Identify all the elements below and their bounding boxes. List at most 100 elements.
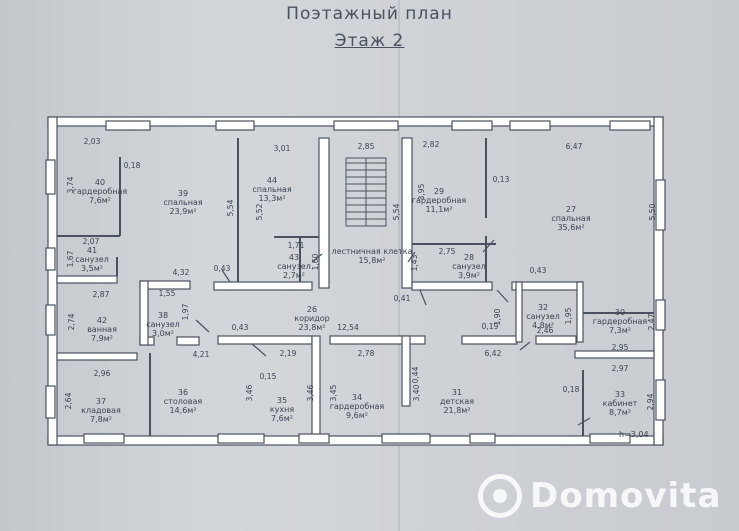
wall-corridor-bottom-1 <box>217 335 313 345</box>
dimension-label: 0,43 <box>530 266 547 275</box>
dimension-label: 2,74 <box>67 313 76 330</box>
dimension-label: 3,95 <box>417 183 426 200</box>
window <box>45 247 56 271</box>
dimension-label: 2,96 <box>94 369 111 378</box>
wall-bath42-top <box>56 275 118 284</box>
domovita-logo-icon <box>478 474 522 518</box>
watermark-text: Domovita <box>530 476 722 516</box>
dimension-label: 1,95 <box>564 307 573 324</box>
window <box>381 433 431 444</box>
dimension-label: 0,18 <box>563 385 580 394</box>
dimension-label: 2,82 <box>423 140 440 149</box>
window <box>298 433 330 444</box>
dimension-label: 3,46 <box>245 384 254 401</box>
walls <box>45 116 666 446</box>
dimension-label: 2,97 <box>612 364 629 373</box>
door <box>407 251 416 263</box>
domovita-watermark: Domovita <box>478 470 721 522</box>
staircase <box>345 157 387 227</box>
wall-pantry37-top <box>56 352 138 361</box>
door <box>496 289 509 303</box>
wall-wc32-left <box>515 281 523 343</box>
floor-subtitle: Этаж 2 <box>334 31 405 51</box>
dimension-label: 5,54 <box>226 199 235 216</box>
dimension-label: 3,46 <box>306 384 315 401</box>
doors <box>195 239 591 426</box>
dimension-label: 2,95 <box>612 343 629 352</box>
dimension-label: 3,74 <box>66 176 75 193</box>
door <box>519 341 531 351</box>
dimension-label: 2,85 <box>358 142 375 151</box>
stair-wall-right <box>401 137 413 289</box>
dimension-label: 0,44 <box>411 366 420 383</box>
outer-wall-right <box>653 116 664 446</box>
window <box>655 379 666 421</box>
dimension-label: 5,52 <box>255 203 264 220</box>
dimension-label: 3,45 <box>329 384 338 401</box>
dimension-label: 12,54 <box>337 323 359 332</box>
outer-wall-bottom <box>47 435 664 446</box>
window <box>105 120 151 131</box>
stair-wall-left <box>318 137 330 289</box>
wall-corridor-top-right <box>411 281 493 291</box>
dimension-label: 5,50 <box>648 203 657 220</box>
dimension-label: 0,15 <box>260 372 277 381</box>
dimension-label: 2,75 <box>439 247 456 256</box>
window <box>589 433 631 444</box>
plan-title: Поэтажный план <box>286 4 453 24</box>
dimension-label: 2,87 <box>93 290 110 299</box>
dimension-label: 2,07 <box>83 237 100 246</box>
thin-partitions <box>57 138 654 436</box>
dimension-label: 4,32 <box>173 268 190 277</box>
wall-study-top <box>574 350 655 359</box>
dimension-label: 6,42 <box>485 349 502 358</box>
dimension-label: 2,94 <box>646 393 655 410</box>
wall-corridor-top-left <box>213 281 313 291</box>
wall-corridor-bottom-3 <box>461 335 518 345</box>
paper-fold <box>398 0 400 531</box>
door <box>577 417 591 426</box>
window <box>83 433 125 444</box>
window <box>469 433 496 444</box>
wall-dressing34-right <box>401 335 411 407</box>
dimension-label: 4,21 <box>193 350 210 359</box>
ceiling-height-note: h=3,04 <box>619 430 649 439</box>
dimension-label: 2,03 <box>84 137 101 146</box>
door <box>221 269 231 283</box>
dimension-label: 0,43 <box>214 264 231 273</box>
dimension-label: 0,43 <box>232 323 249 332</box>
dimension-label: 1,43 <box>410 254 419 271</box>
dimension-label: 6,47 <box>566 142 583 151</box>
window <box>215 120 255 131</box>
window <box>217 433 265 444</box>
window <box>45 159 56 195</box>
door <box>251 343 267 357</box>
dimension-label: 2,78 <box>358 349 375 358</box>
door <box>482 239 495 253</box>
dimension-label: 1,60 <box>311 253 320 270</box>
stair-steps <box>346 162 386 220</box>
wall-corridor-bottom-2 <box>329 335 426 345</box>
dimension-label: 0,13 <box>493 175 510 184</box>
dimension-label: 0,18 <box>124 161 141 170</box>
dimension-label: 2,47 <box>647 313 656 330</box>
